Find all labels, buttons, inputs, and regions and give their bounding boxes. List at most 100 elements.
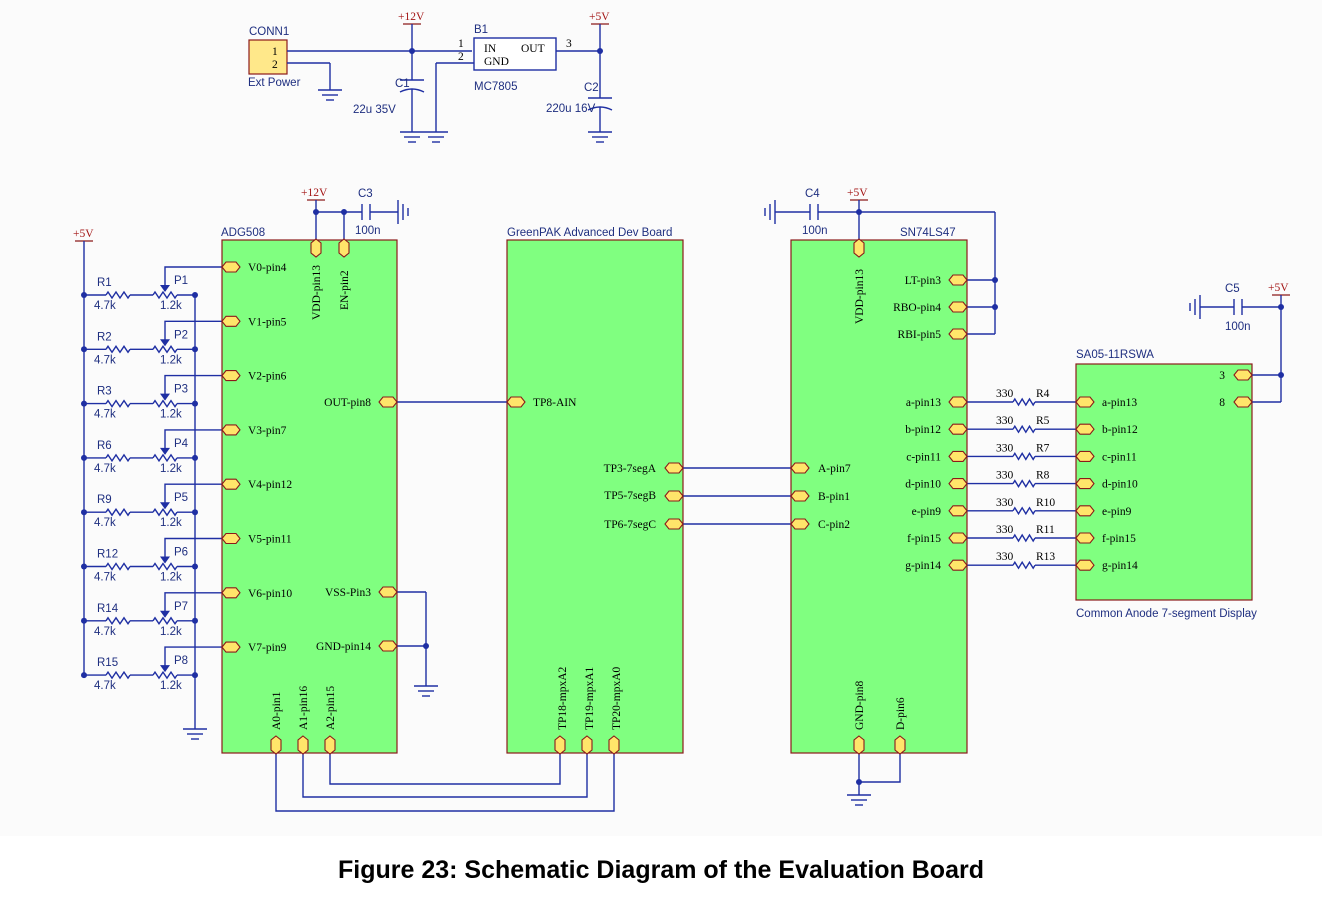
junction-divider-gnd <box>192 292 198 298</box>
wiper-arrow <box>160 285 170 292</box>
adg508-input-port <box>221 478 241 490</box>
adg508-section: ADG508 +12V C3 100n V0-pin4V1-pin5V2-pin… <box>221 187 438 754</box>
ground-symbol <box>847 794 871 806</box>
sn74-ctrl-label: RBO-pin4 <box>893 302 941 314</box>
adg508-input-label: V7-pin9 <box>248 642 287 654</box>
adg508-vdd-port <box>310 238 322 258</box>
pot-ref: P4 <box>174 438 189 450</box>
display-input-port <box>1075 396 1095 408</box>
junction-divider <box>81 454 87 461</box>
adg508-out-port <box>378 396 398 408</box>
ground-symbol <box>764 200 776 224</box>
resistor-value: 4.7k <box>94 572 116 584</box>
greenpak-seg-port <box>664 462 684 474</box>
pot-zigzag <box>152 562 178 571</box>
resistor-value: 4.7k <box>94 300 116 312</box>
greenpak-mpx-a0-label: TP20-mpxA0 <box>611 667 623 731</box>
divider-network: +5V R14.7kP11.2kR24.7kP21.2kR34.7kP31.2k… <box>73 228 222 740</box>
wiper-arrow <box>160 610 170 618</box>
sn74-input-port <box>790 518 810 530</box>
adg508-input-port <box>221 532 241 545</box>
c3-ref: C3 <box>358 188 373 200</box>
sn74-d-port <box>894 735 906 755</box>
junction-divider-gnd <box>192 563 198 570</box>
pot-ref: P7 <box>174 601 188 613</box>
wire-wiper <box>164 483 222 509</box>
junction-adg-en <box>341 209 347 215</box>
resistor-zigzag <box>105 670 131 680</box>
display-input-label: b-pin12 <box>1102 424 1138 436</box>
sn74-input-label: C-pin2 <box>818 519 850 531</box>
seven-segment-display <box>1075 363 1253 601</box>
adg508-gnd-label: GND-pin14 <box>316 641 371 653</box>
figure-caption: Figure 23: Schematic Diagram of the Eval… <box>338 856 984 884</box>
adg508-input-port <box>221 424 241 436</box>
resistor-ref: R1 <box>97 277 112 289</box>
regulator-pin-in: 1 <box>458 38 464 50</box>
display-input-label: d-pin10 <box>1102 479 1138 491</box>
display-input-port <box>1075 532 1095 544</box>
ground-symbol <box>588 131 612 143</box>
sn74-input-label: B-pin1 <box>818 491 850 503</box>
adg508-input-label: V3-pin7 <box>248 425 287 437</box>
wire-addr-a1 <box>302 753 588 798</box>
resistor-zigzag <box>105 562 131 571</box>
junction-divider-gnd <box>192 672 198 679</box>
segment-resistor-zigzag <box>1012 424 1036 434</box>
pot-ref: P1 <box>174 275 188 287</box>
wire-wiper <box>164 646 222 672</box>
display-input-pins: a-pin13b-pin12c-pin11d-pin10e-pin9f-pin1… <box>1102 397 1138 572</box>
ground-symbol <box>424 131 448 143</box>
wire-addr-a2 <box>329 753 561 785</box>
display-label: Common Anode 7-segment Display <box>1076 608 1257 620</box>
sn74-output-label: f-pin15 <box>907 533 941 545</box>
conn1-pin1-number: 1 <box>272 46 278 58</box>
greenpak-mpx-port <box>581 735 593 755</box>
display-pin8-port <box>1233 396 1253 408</box>
segment-resistor-value: 330 <box>996 415 1014 427</box>
junction-adg-gnd <box>423 643 429 649</box>
segment-resistor-value: 330 <box>996 470 1014 482</box>
c3-value: 100n <box>355 225 381 237</box>
sn74-d-label: D-pin6 <box>895 697 907 730</box>
sn74-output-port <box>948 423 968 435</box>
resistor-value: 4.7k <box>94 517 116 529</box>
conn1-label: Ext Power <box>248 77 301 89</box>
pin-markers <box>221 238 1253 755</box>
wiper-arrow <box>160 393 170 401</box>
junction-sn74-ctrl <box>992 277 998 283</box>
ground-symbol <box>414 685 438 697</box>
pot-ref: P5 <box>174 492 188 504</box>
display-input-label: a-pin13 <box>1102 397 1137 409</box>
resistor-zigzag <box>105 290 131 300</box>
regulator-out-label: OUT <box>521 43 545 55</box>
resistor-zigzag <box>105 399 131 408</box>
greenpak-seg-port <box>664 518 684 530</box>
regulator-in-label: IN <box>484 43 497 55</box>
sn74ls47-chip <box>790 239 968 754</box>
wire-addr-a0 <box>275 753 615 812</box>
pot-zigzag <box>152 670 178 680</box>
resistor-ref: R3 <box>97 386 112 398</box>
adg508-vss-label: VSS-Pin3 <box>325 587 371 599</box>
display-input-port <box>1075 450 1095 462</box>
pot-ref: P2 <box>174 329 188 341</box>
schematic-diagram: CONN1 1 2 Ext Power +12V C1 22u 35V B1 M… <box>73 11 1290 812</box>
interconnect-wires <box>275 401 791 812</box>
pot-value: 1.2k <box>160 572 182 584</box>
sn74-output-port <box>948 505 968 517</box>
net-label-5v-divider: +5V <box>73 228 94 240</box>
junction-divider-gnd <box>192 509 198 516</box>
segment-resistor-ref: R11 <box>1036 524 1055 536</box>
c4-value: 100n <box>802 225 828 237</box>
display-input-label: g-pin14 <box>1102 560 1138 572</box>
